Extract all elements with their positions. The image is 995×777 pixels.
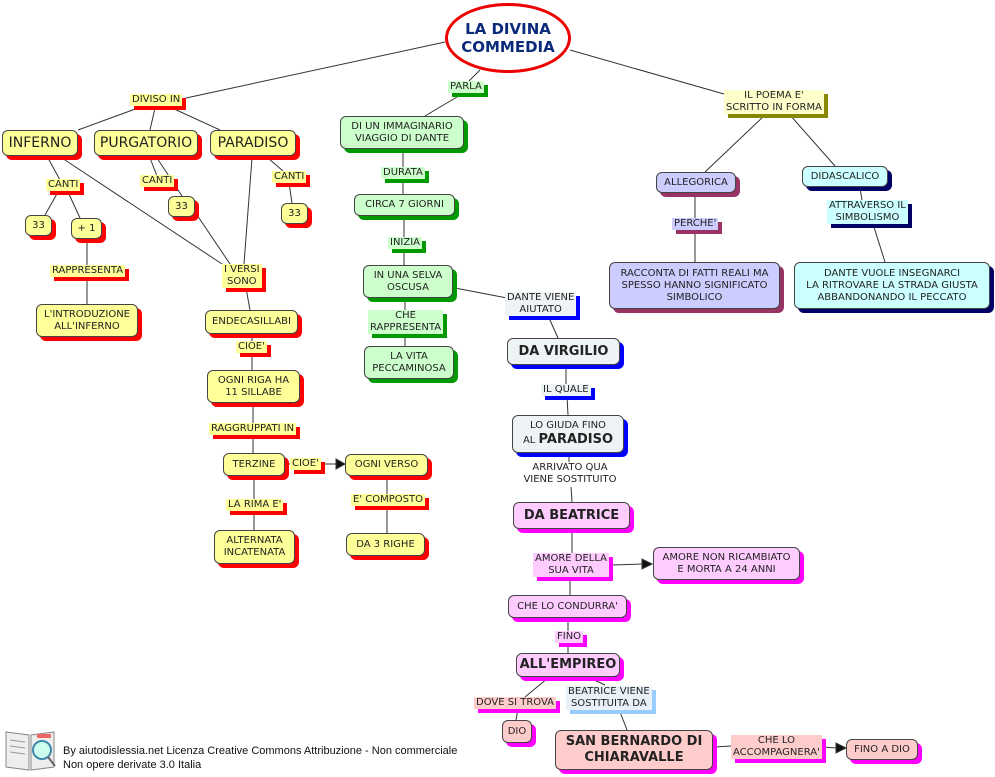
node-dante-vuole-insegnarci[interactable]: DANTE VUOLE INSEGNARCI LA RITROVARE LA S… xyxy=(794,262,990,309)
link-il-quale: IL QUALE xyxy=(541,384,591,396)
node-da-3-righe[interactable]: DA 3 RIGHE xyxy=(346,533,425,556)
node-inferno-33[interactable]: 33 xyxy=(25,215,52,236)
node-introduzione-inferno[interactable]: L'INTRODUZIONE ALL'INFERNO xyxy=(36,304,138,337)
giuda-line-1: LO GIUDA FINO xyxy=(530,420,606,431)
link-canti-paradiso: CANTI xyxy=(272,171,307,183)
link-diviso-in: DIVISO IN xyxy=(130,94,183,106)
node-circa-7-giorni[interactable]: CIRCA 7 GIORNI xyxy=(354,194,455,216)
node-ogni-verso[interactable]: OGNI VERSO xyxy=(345,454,428,476)
node-endecasillabi[interactable]: ENDECASILLABI xyxy=(205,310,298,334)
link-canti-purgatorio: CANTI xyxy=(140,175,175,187)
link-viene-sostituito: ARRIVATO QUA VIENE SOSTITUITO xyxy=(523,462,617,485)
node-inferno-plus-1[interactable]: + 1 xyxy=(71,218,102,239)
node-che-lo-condurra[interactable]: CHE LO CONDURRA' xyxy=(508,595,627,618)
root-node-la-divina-commedia[interactable]: LA DIVINA COMMEDIA xyxy=(445,3,571,73)
node-purgatorio-33[interactable]: 33 xyxy=(168,196,195,217)
node-lo-giuda-paradiso[interactable]: LO GIUDA FINO AL PARADISO xyxy=(512,415,624,453)
node-allegorica[interactable]: ALLEGORICA xyxy=(656,172,736,193)
node-amore-non-ricambiato[interactable]: AMORE NON RICAMBIATO E MORTA A 24 ANNI xyxy=(653,547,800,580)
node-viaggio-dante[interactable]: DI UN IMMAGINARIO VIAGGIO DI DANTE xyxy=(340,116,464,149)
link-perche: PERCHE' xyxy=(672,218,719,230)
aiutodislessia-book-logo xyxy=(5,731,56,771)
link-amore-della-sua-vita: AMORE DELLA SUA VITA xyxy=(533,553,610,577)
link-che-rappresenta: CHE RAPPRESENTA xyxy=(368,310,444,334)
link-dove-si-trova: DOVE SI TROVA xyxy=(474,697,557,709)
node-da-beatrice[interactable]: DA BEATRICE xyxy=(513,502,630,529)
link-raggruppati-in: RAGGRUPPATI IN xyxy=(209,423,297,435)
node-san-bernardo[interactable]: SAN BERNARDO DI CHIARAVALLE xyxy=(555,730,713,770)
link-canti-inferno: CANTI xyxy=(46,179,81,191)
node-dio[interactable]: DIO xyxy=(502,720,532,743)
node-selva-oscura[interactable]: IN UNA SELVA OSCUSA xyxy=(363,265,453,298)
node-racconta-fatti-reali[interactable]: RACCONTA DI FATTI REALI MA SPESSO HANNO … xyxy=(609,262,780,309)
node-inferno[interactable]: INFERNO xyxy=(2,130,78,156)
node-fino-a-dio[interactable]: FINO A DIO xyxy=(846,739,918,760)
link-poema-scritto-in-forma: IL POEMA E' SCRITTO IN FORMA xyxy=(724,90,824,114)
link-parla: PARLA xyxy=(448,81,484,93)
giuda-line-2: AL PARADISO xyxy=(523,432,613,448)
link-beatrice-sostituita-da: BEATRICE VIENE SOSTITUITA DA xyxy=(566,686,652,710)
link-cioe-1: CIOE' xyxy=(236,341,267,353)
link-e-composto: E' COMPOSTO xyxy=(351,494,425,506)
link-durata: DURATA xyxy=(381,167,425,179)
link-cioe-2: CIOE' xyxy=(290,458,321,470)
node-purgatorio[interactable]: PURGATORIO xyxy=(94,130,198,156)
link-fino: FINO xyxy=(555,631,584,643)
link-attraverso-simbolismo: ATTRAVERSO IL SIMBOLISMO xyxy=(827,200,908,224)
giuda-paradiso: PARADISO xyxy=(538,432,614,447)
link-inizia: INIZIA xyxy=(388,237,423,249)
node-paradiso[interactable]: PARADISO xyxy=(210,130,296,156)
node-all-empireo[interactable]: ALL'EMPIREO xyxy=(516,653,620,677)
node-vita-peccaminosa[interactable]: LA VITA PECCAMINOSA xyxy=(364,346,454,379)
node-alternata-incatenata[interactable]: ALTERNATA INCATENATA xyxy=(214,530,295,564)
giuda-al: AL xyxy=(522,435,536,446)
node-paradiso-33[interactable]: 33 xyxy=(281,203,308,224)
node-da-virgilio[interactable]: DA VIRGILIO xyxy=(507,338,620,365)
link-i-versi-sono: I VERSI SONO xyxy=(222,264,262,288)
link-che-lo-accompagnera: CHE LO ACCOMPAGNERA' xyxy=(731,735,822,759)
link-rappresenta: RAPPRESENTA xyxy=(50,265,126,277)
node-ogni-riga[interactable]: OGNI RIGA HA 11 SILLABE xyxy=(207,370,300,403)
node-didascalico[interactable]: DIDASCALICO xyxy=(802,166,888,187)
link-dante-viene-aiutato: DANTE VIENE AIUTATO xyxy=(505,292,577,316)
node-terzine[interactable]: TERZINE xyxy=(223,453,285,476)
link-la-rima-e: LA RIMA E' xyxy=(226,499,284,511)
license-footer: By aiutodislessia.net Licenza Creative C… xyxy=(63,745,458,771)
